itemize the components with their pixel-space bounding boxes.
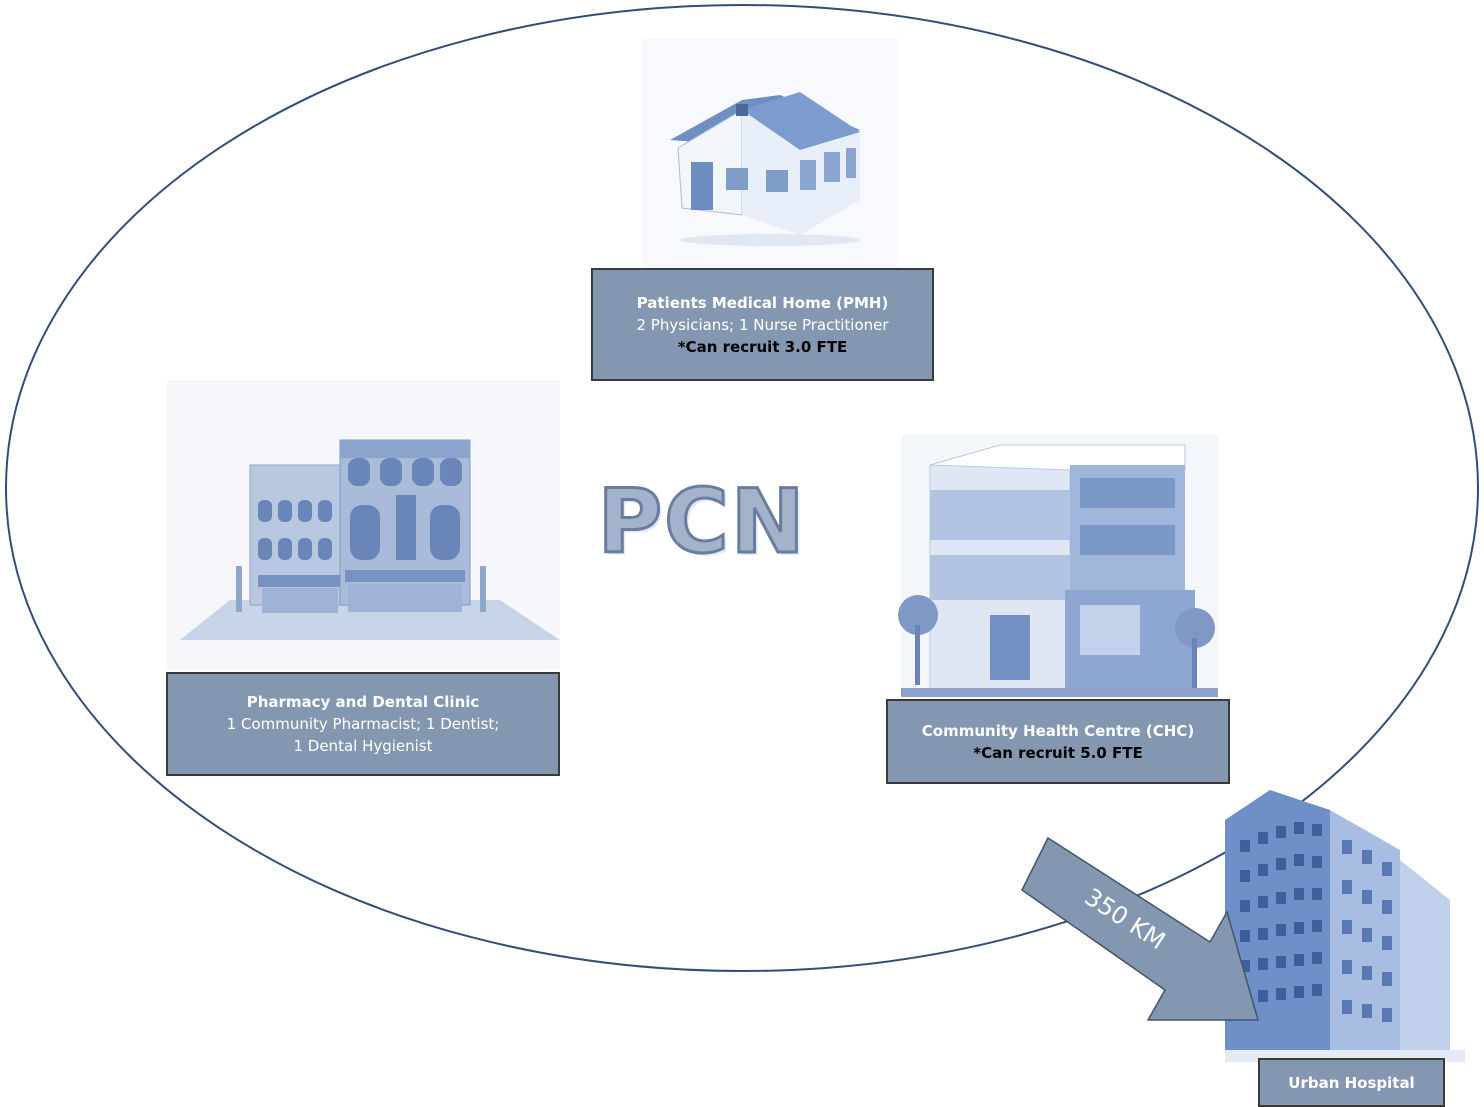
- storefront-icon: [167, 380, 560, 670]
- hospital-label-box: Urban Hospital: [1258, 1058, 1445, 1107]
- community-health-centre-icon: [898, 435, 1218, 697]
- pmh-title: Patients Medical Home (PMH): [636, 293, 889, 312]
- pharmacy-label-box: Pharmacy and Dental Clinic 1 Community P…: [166, 672, 560, 776]
- network-title: PCN: [596, 469, 807, 575]
- pharmacy-title: Pharmacy and Dental Clinic: [246, 693, 480, 711]
- chc-recruit: *Can recruit 5.0 FTE: [973, 743, 1143, 762]
- pmh-staff: 2 Physicians; 1 Nurse Practitioner: [636, 315, 889, 334]
- pharmacy-staff-line2: 1 Dental Hygienist: [293, 737, 433, 755]
- hospital-title: Urban Hospital: [1288, 1073, 1415, 1092]
- hospital-icon: [1225, 790, 1465, 1062]
- distance-arrow: [1021, 836, 1259, 1021]
- pcn-boundary: [5, 4, 1479, 972]
- house-icon: [642, 38, 898, 268]
- pharmacy-staff-line1: 1 Community Pharmacist; 1 Dentist;: [226, 715, 500, 733]
- pmh-recruit: *Can recruit 3.0 FTE: [677, 337, 848, 356]
- chc-label-box: Community Health Centre (CHC) *Can recru…: [886, 699, 1230, 784]
- chc-title: Community Health Centre (CHC): [921, 721, 1195, 740]
- pmh-label-box: Patients Medical Home (PMH) 2 Physicians…: [591, 268, 934, 381]
